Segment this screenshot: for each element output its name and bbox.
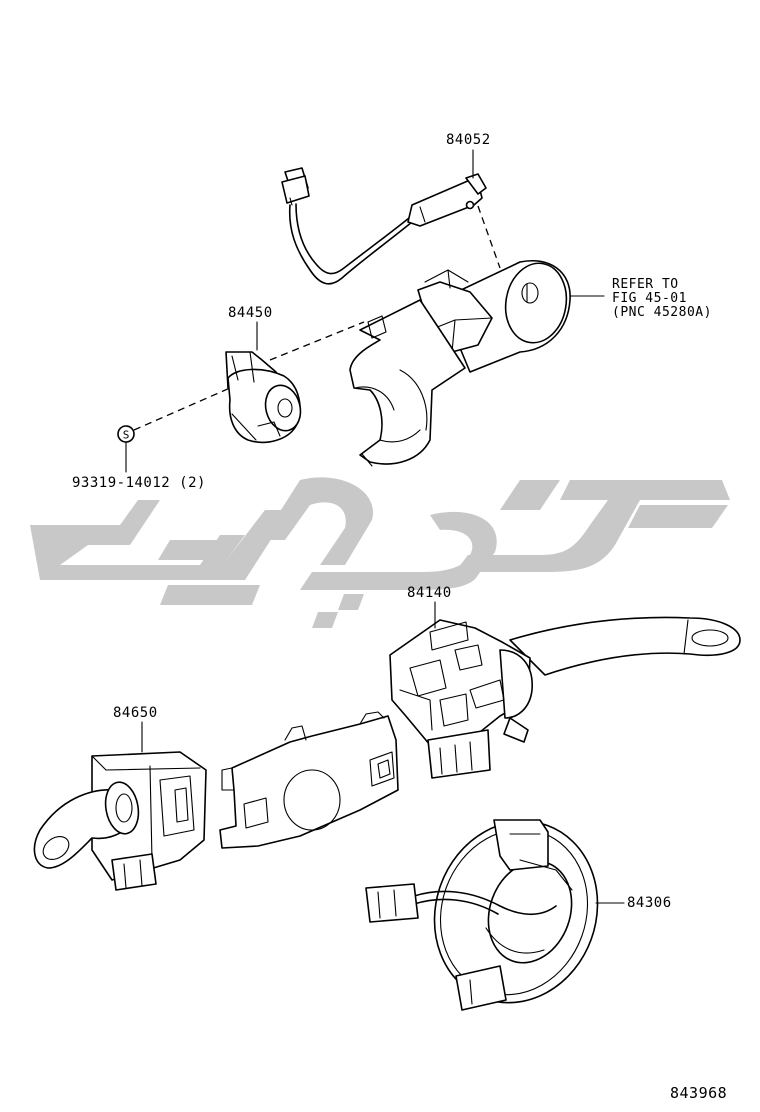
part-label-84650: 84650	[113, 705, 158, 721]
part-label-93319: 93319-14012 (2)	[72, 475, 206, 491]
refer-note-line-1: REFER TO	[612, 277, 679, 292]
screw-symbol-letter: S	[123, 429, 130, 442]
part-label-84140: 84140	[407, 585, 452, 601]
turn-signal-switch-84140-drawing	[389, 616, 741, 779]
wiper-switch-84650-drawing	[33, 751, 207, 891]
refer-note-line-2: FIG 45-01	[612, 291, 687, 306]
refer-note: REFER TO FIG 45-01 (PNC 45280A)	[612, 278, 712, 320]
part-label-84306: 84306	[627, 895, 672, 911]
steering-column-drawing	[349, 260, 571, 467]
part-label-84450: 84450	[228, 305, 273, 321]
figure-number: 843968	[670, 1084, 728, 1102]
screw-symbol: S	[117, 425, 135, 443]
part-label-84052: 84052	[446, 132, 491, 148]
spiral-cable-84306-drawing	[365, 819, 599, 1011]
wire-harness-84052-drawing	[281, 167, 487, 285]
assembly-line-84052	[477, 205, 501, 269]
refer-note-line-3: (PNC 45280A)	[612, 305, 712, 320]
assembly-line-84450	[269, 321, 365, 361]
switch-bracket-drawing	[219, 711, 399, 849]
assembly-line-screw	[133, 387, 231, 431]
watermark-logo	[30, 477, 730, 628]
key-light-84450-drawing	[225, 351, 302, 444]
